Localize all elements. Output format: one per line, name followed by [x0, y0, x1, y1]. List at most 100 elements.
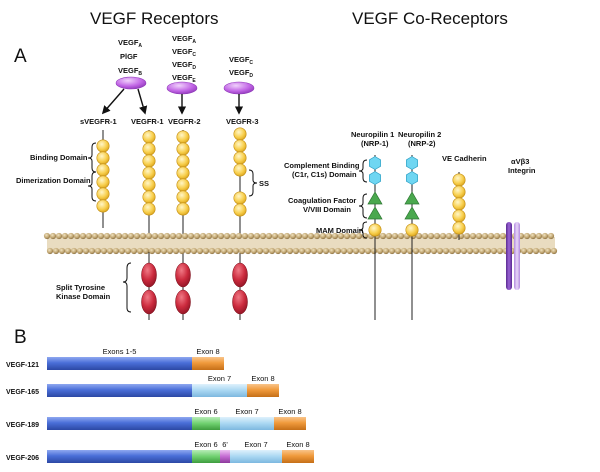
lipid-head-top — [277, 232, 285, 240]
lipid-head-top — [427, 232, 435, 240]
exon-label: 6' — [222, 440, 228, 449]
exon-segment — [192, 357, 224, 370]
lipid-head-bottom — [178, 247, 186, 255]
lipid-head-bottom — [532, 247, 540, 255]
lipid-head-top — [307, 232, 315, 240]
ve-cadherin-label: VE Cadherin — [442, 154, 487, 163]
coag-factor-domain — [404, 191, 420, 205]
lipid-head-top — [187, 232, 195, 240]
lipid-head-bottom — [46, 247, 54, 255]
vegfr2-ig-domain-6 — [176, 190, 190, 204]
lipid-head-bottom — [418, 247, 426, 255]
lipid-head-bottom — [376, 247, 384, 255]
lipid-head-bottom — [304, 247, 312, 255]
exon-label: Exon 7 — [235, 407, 258, 416]
exon-label: Exon 8 — [196, 347, 219, 356]
ss-label: SS — [259, 179, 269, 188]
lipid-head-bottom — [226, 247, 234, 255]
binding-domain-label: Binding Domain — [30, 153, 88, 162]
nrp2-domains — [404, 156, 420, 237]
panel-b-label: B — [14, 327, 27, 348]
lipid-head-top — [247, 232, 255, 240]
exon-segment — [192, 417, 220, 430]
lipid-head-bottom — [82, 247, 90, 255]
vegfr2-ig-domain-1 — [176, 130, 190, 144]
nrp1-label-line2: (NRP-1) — [361, 139, 389, 148]
lipid-head-bottom — [262, 247, 270, 255]
exon-segment — [247, 384, 279, 397]
ligand-vegf-c-3: VEGFC — [229, 55, 253, 66]
ligand-vegf-a-2: VEGFA — [172, 34, 196, 45]
ligand-group-2: VEGFA VEGFC VEGFD VEGFE — [166, 34, 198, 115]
lipid-head-bottom — [256, 247, 264, 255]
mam-domain — [368, 223, 382, 237]
lipid-head-top — [259, 232, 267, 240]
lipid-head-bottom — [550, 247, 558, 255]
exon-segment — [192, 384, 247, 397]
exon-segment — [230, 450, 282, 463]
lipid-head-bottom — [340, 247, 348, 255]
lipid-head-bottom — [382, 247, 390, 255]
mam-domain — [405, 223, 419, 237]
lipid-head-bottom — [244, 247, 252, 255]
lipid-head-top — [175, 232, 183, 240]
lipid-head-bottom — [460, 247, 468, 255]
lipid-head-top — [169, 232, 177, 240]
lipid-head-top — [67, 232, 75, 240]
ss-bracket — [248, 169, 258, 197]
receptor-label-vegfr3: VEGFR-3 — [226, 117, 259, 126]
lipid-head-top — [547, 232, 555, 240]
vegfr1-ig-domain-7 — [142, 202, 156, 216]
lipid-head-top — [133, 232, 141, 240]
lipid-head-bottom — [400, 247, 408, 255]
lipid-head-bottom — [268, 247, 276, 255]
lipid-head-bottom — [280, 247, 288, 255]
ligand-group-3: VEGFC VEGFD — [223, 55, 255, 115]
lipid-head-bottom — [160, 247, 168, 255]
ligand-vegf-a: VEGFA — [118, 38, 142, 49]
exon-label: Exons 1-5 — [103, 347, 137, 356]
lipid-head-top — [325, 232, 333, 240]
lipid-head-bottom — [436, 247, 444, 255]
lipid-head-bottom — [202, 247, 210, 255]
lipid-head-bottom — [322, 247, 330, 255]
integrin-avb3 — [506, 222, 520, 290]
receptor-label-vegfr2: VEGFR-2 — [168, 117, 201, 126]
complement-label-line2: (C1r, C1s) Domain — [292, 170, 357, 179]
lipid-head-top — [475, 232, 483, 240]
lipid-head-bottom — [292, 247, 300, 255]
isoform-label: VEGF-121 — [6, 362, 39, 369]
lipid-head-top — [439, 232, 447, 240]
ligand-vegf-d: VEGFD — [172, 60, 196, 71]
vegfr1-ig-domain-4 — [142, 166, 156, 180]
lipid-head-bottom — [94, 247, 102, 255]
exon-segment — [47, 450, 192, 463]
lipid-head-bottom — [520, 247, 528, 255]
lipid-head-top — [283, 232, 291, 240]
lipid-head-bottom — [58, 247, 66, 255]
lipid-head-bottom — [64, 247, 72, 255]
lipid-head-top — [181, 232, 189, 240]
lipid-head-bottom — [190, 247, 198, 255]
lipid-head-bottom — [448, 247, 456, 255]
vegfr1-ig-domain-3 — [142, 154, 156, 168]
lipid-head-bottom — [484, 247, 492, 255]
vegfr2-ig-domain-4 — [176, 166, 190, 180]
lipid-head-bottom — [136, 247, 144, 255]
lipid-head-top — [265, 232, 273, 240]
lipid-head-top — [385, 232, 393, 240]
ve-cadherin-domains — [452, 173, 466, 235]
lipid-head-top — [217, 232, 225, 240]
lipid-head-bottom — [538, 247, 546, 255]
lipid-head-top — [163, 232, 171, 240]
lipid-head-top — [337, 232, 345, 240]
lipid-head-bottom — [454, 247, 462, 255]
lipid-head-top — [541, 232, 549, 240]
lipid-head-bottom — [148, 247, 156, 255]
lipid-head-bottom — [220, 247, 228, 255]
kinase-brace — [122, 262, 132, 313]
ligand-ellipse-1 — [115, 76, 147, 90]
lipid-head-bottom — [118, 247, 126, 255]
lipid-head-top — [481, 232, 489, 240]
lipid-head-bottom — [142, 247, 150, 255]
